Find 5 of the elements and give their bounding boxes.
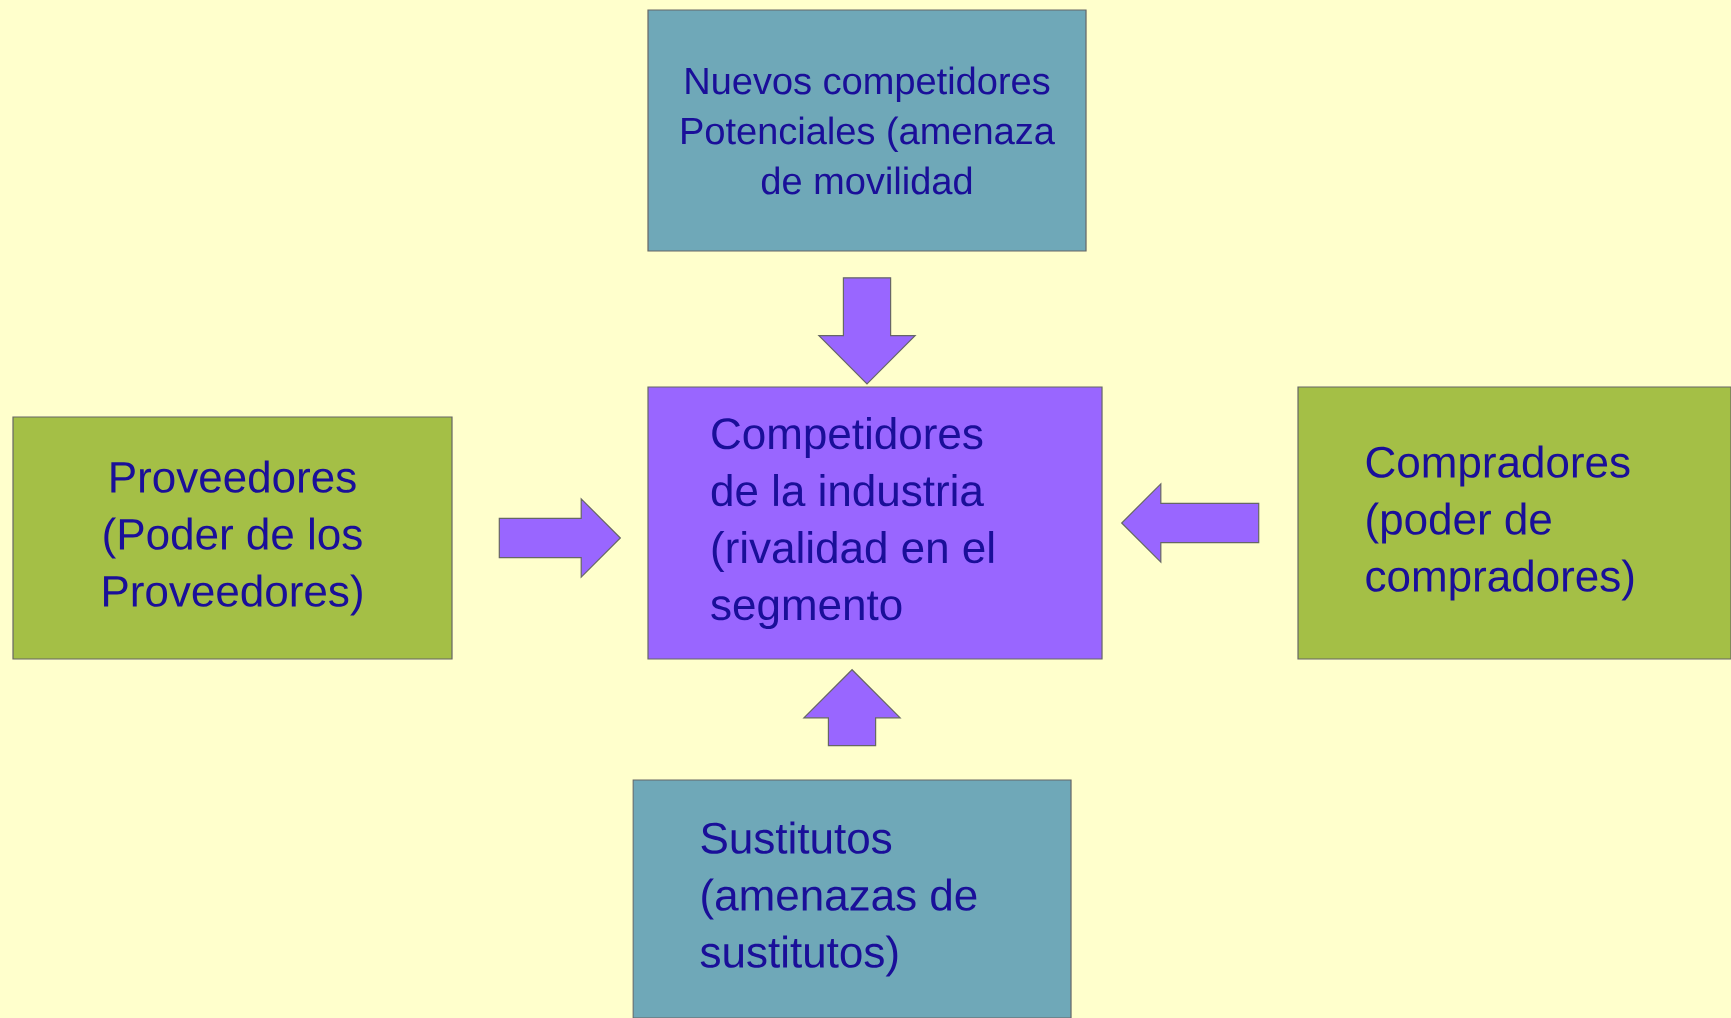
text-box: Sustitutos (amenazas de sustitutos) — [632, 779, 1072, 1018]
text-box: Compradores (poder de compradores) — [1297, 386, 1731, 660]
text-box: Proveedores (Poder de los Proveedores) — [12, 416, 453, 660]
text-box: Nuevos competidores Potenciales (amenaza de movilidad — [647, 9, 1087, 252]
text-box: Competidores de la industria (rivalidad en el segmento — [647, 386, 1103, 660]
